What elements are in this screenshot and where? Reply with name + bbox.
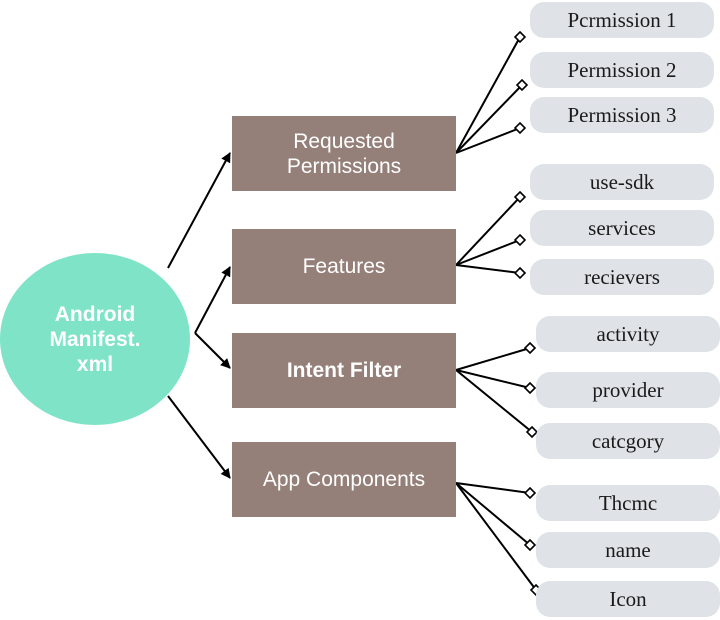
- connector-0-0: [455, 36, 521, 154]
- leaf-provider: provider: [536, 372, 720, 408]
- leaf-category: catcgory: [536, 423, 720, 459]
- connector-diamond-0-1: [515, 78, 529, 92]
- connector-diamond-0-0: [513, 30, 527, 44]
- connector-3-1: [455, 482, 531, 546]
- connector-diamond-1-0: [513, 190, 527, 204]
- leaf-name: name: [536, 532, 720, 568]
- connector-0-1: [455, 84, 523, 154]
- leaf-activity: activity: [536, 316, 720, 352]
- requested-permissions-node: Requested Permissions: [232, 116, 456, 191]
- connector-diamond-3-1: [523, 538, 537, 552]
- arrow-root-to-app-components: [167, 395, 231, 479]
- leaf-permission-2: Permission 2: [530, 52, 714, 88]
- arrow-root-to-features: [194, 266, 231, 334]
- app-components-node: App Components: [232, 442, 456, 517]
- connector-0-2: [455, 127, 521, 154]
- intent-filter-node: Intent Filter: [232, 333, 456, 408]
- connector-diamond-2-1: [523, 381, 537, 395]
- android-manifest-node: Android Manifest. xml: [0, 253, 190, 425]
- connector-3-2: [455, 482, 537, 591]
- features-node: Features: [232, 229, 456, 304]
- connector-2-0: [455, 347, 531, 371]
- arrow-root-to-requested-permissions: [167, 152, 231, 269]
- leaf-recievers: recievers: [530, 259, 714, 295]
- connector-1-1: [455, 239, 521, 266]
- connector-diamond-2-0: [523, 341, 537, 355]
- leaf-icon: Icon: [536, 581, 720, 617]
- connector-diamond-3-0: [523, 486, 537, 500]
- arrow-root-to-intent-filter: [194, 332, 231, 369]
- connector-diamond-0-2: [513, 121, 527, 135]
- connector-diamond-1-1: [513, 233, 527, 247]
- leaf-use-sdk: use-sdk: [530, 164, 714, 200]
- leaf-permission-3: Permission 3: [530, 97, 714, 133]
- connector-2-2: [455, 369, 533, 433]
- leaf-services: services: [530, 210, 714, 246]
- connector-2-1: [455, 369, 531, 389]
- connector-1-0: [455, 196, 521, 266]
- leaf-theme: Thcmc: [536, 485, 720, 521]
- leaf-permission-1: Pcrmission 1: [530, 2, 714, 38]
- connector-1-2: [455, 264, 521, 274]
- connector-diamond-2-2: [525, 425, 539, 439]
- connector-diamond-1-2: [513, 266, 527, 280]
- connector-3-0: [455, 482, 531, 494]
